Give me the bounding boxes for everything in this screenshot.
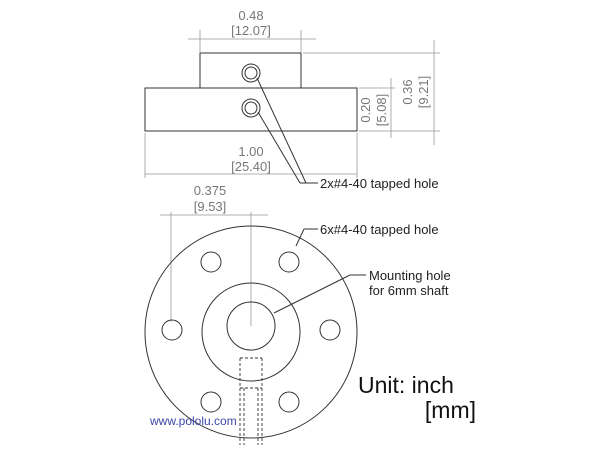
side-hole-top	[241, 63, 261, 83]
shaft-hole	[226, 301, 276, 351]
website-link[interactable]: www.pololu.com	[149, 414, 237, 428]
total-height-inch: 0.36	[400, 79, 415, 104]
front-view	[144, 225, 358, 445]
dimension-text: 0.48 [12.07] 1.00 [25.40] 0.375 [9.53] 0…	[194, 8, 431, 214]
side-hole-bottom	[241, 98, 261, 118]
hole-offset-mm: [9.53]	[194, 199, 227, 214]
mounting-hole-label-2: for 6mm shaft	[369, 283, 449, 298]
flange-height-inch: 0.20	[358, 97, 373, 122]
hub-top-block	[199, 52, 302, 89]
hub-circle	[201, 282, 301, 382]
face-holes-label: 6x#4-40 tapped hole	[320, 222, 439, 237]
hub-flange-block	[144, 87, 358, 132]
mounting-holes	[161, 251, 341, 413]
total-height-mm: [9.21]	[416, 76, 431, 109]
top-width-mm: [12.07]	[231, 23, 271, 38]
diameter-inch: 1.00	[238, 144, 263, 159]
unit-mm-label: [mm]	[425, 397, 476, 423]
mounting-hole-label: Mounting hole	[369, 268, 451, 283]
side-view	[144, 52, 358, 132]
diameter-mm: [25.40]	[231, 159, 271, 174]
top-width-inch: 0.48	[238, 8, 263, 23]
unit-label: Unit: inch	[358, 372, 454, 398]
side-holes-label: 2x#4-40 tapped hole	[320, 176, 439, 191]
flange-circle	[144, 225, 358, 439]
set-screw-slot	[239, 357, 263, 445]
dimension-lines	[144, 30, 440, 326]
flange-height-mm: [5.08]	[374, 94, 389, 127]
hole-offset-inch: 0.375	[194, 183, 227, 198]
